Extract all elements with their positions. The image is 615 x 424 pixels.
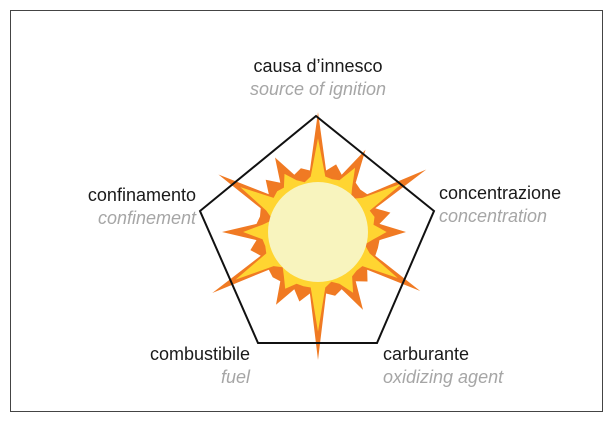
- label-fuel-en: fuel: [220, 366, 250, 387]
- label-oxidizing-agent-en: oxidizing agent: [383, 366, 504, 387]
- label-confinement-en: confinement: [97, 207, 196, 228]
- label-concentration-en: concentration: [439, 205, 548, 226]
- label-source-of-ignition-it: causa d’innesco: [253, 56, 383, 76]
- label-source-of-ignition-en: source of ignition: [249, 78, 387, 99]
- label-fuel-it: combustibile: [149, 344, 250, 364]
- vertex-label-right: concentrazione concentration: [439, 182, 599, 227]
- explosion-core: [268, 182, 368, 282]
- vertex-label-top: causa d’innesco source of ignition: [218, 55, 418, 100]
- vertex-label-bottom-left: combustibile fuel: [90, 343, 250, 388]
- vertex-label-bottom-right: carburante oxidizing agent: [383, 343, 543, 388]
- label-oxidizing-agent-it: carburante: [383, 344, 470, 364]
- vertex-label-left: confinamento confinement: [36, 184, 196, 229]
- label-confinement-it: confinamento: [87, 185, 196, 205]
- label-concentration-it: concentrazione: [439, 183, 562, 203]
- pentagon-outline: [198, 114, 436, 344]
